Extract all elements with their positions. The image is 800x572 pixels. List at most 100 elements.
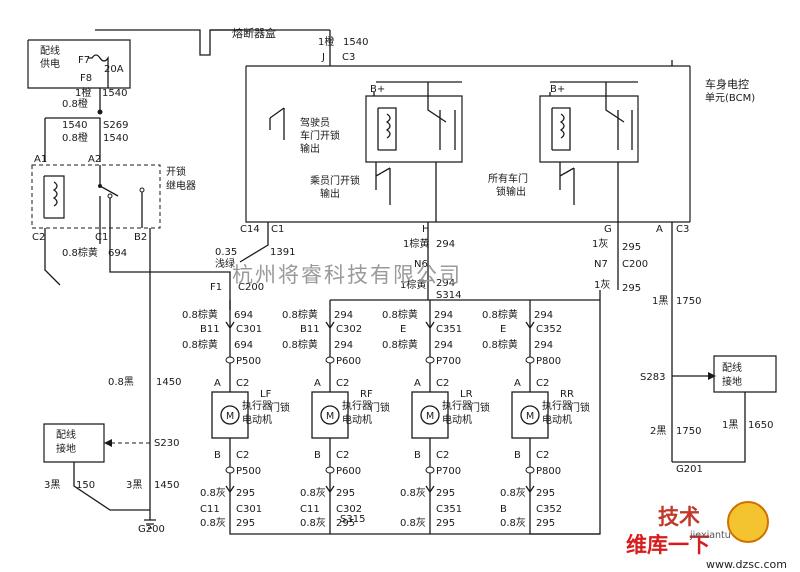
conn-j: J [321, 52, 325, 63]
ground-box-left [43, 423, 105, 463]
conn-c1: C1 [271, 224, 284, 235]
wire-1gray-b: 1灰 [594, 278, 610, 291]
bcm-relay-2-contacts [549, 81, 638, 150]
top-wire-color: 0.8棕黄 [382, 308, 418, 321]
top-wire-color-2: 0.8棕黄 [282, 338, 318, 351]
relay-coil [52, 181, 58, 207]
driver-unlock-transistor [269, 107, 285, 140]
top-wire-color: 0.8棕黄 [282, 308, 318, 321]
wire-2black: 2黑 [650, 425, 666, 437]
conn-n6: N6 [414, 259, 428, 270]
actuator-label-2: 电动机 [442, 413, 472, 426]
top-conn-c: C302 [336, 324, 362, 335]
wire-1brownyellow: 1棕黄 [403, 237, 429, 250]
relay-pin-b2: B2 [134, 232, 147, 243]
bcm-module [210, 29, 691, 223]
unlock-relay [31, 164, 161, 229]
door-lock-label: 门锁 [370, 401, 390, 414]
top-conn-b: E [400, 324, 406, 335]
p-connector-bottom [325, 466, 335, 474]
bcm-relay-1-coil [385, 113, 391, 139]
bottom-return-bus [229, 520, 600, 535]
wire-1450: 1450 [156, 377, 181, 388]
p-connector-bottom [425, 466, 435, 474]
ground-left-2: 接地 [56, 442, 76, 455]
connector-mark [525, 321, 535, 494]
relay-pin-a1: A1 [34, 154, 47, 165]
bcm-label-1: 车身电控 [705, 77, 749, 91]
s283-arrow [708, 372, 716, 380]
pin-c2-bottom: C2 [436, 450, 449, 461]
conn-c3: C3 [676, 224, 689, 235]
motor-symbol: M [326, 411, 334, 422]
fuse-node [97, 109, 103, 115]
bottom-conn: C351 [436, 504, 462, 515]
fuse-box-outline [27, 39, 131, 89]
wire-295: 295 [622, 242, 641, 253]
wire-08orange: 0.8橙 [62, 97, 88, 110]
bottom-conn-c: B [500, 504, 507, 515]
bcm-relay-2-coil-box [551, 107, 571, 151]
ground-g200-symbol [144, 519, 156, 529]
p-connector-top [425, 356, 435, 364]
driver-unlock-2: 车门开锁 [300, 129, 340, 142]
top-wire-color-2: 0.8棕黄 [182, 338, 218, 351]
motor-icon [220, 405, 240, 425]
pin-c2-bottom: C2 [536, 450, 549, 461]
wire-150: 150 [76, 480, 95, 491]
top-wire-num: 694 [234, 310, 253, 321]
connector-mark [325, 321, 335, 494]
bottom-wire-color: 0.8灰 [500, 486, 526, 499]
bcm-label-2: 单元(BCM) [705, 92, 755, 104]
brand-sub: jiexiantu [689, 530, 731, 541]
brand-badge [727, 501, 769, 543]
wire-694: 694 [108, 248, 127, 259]
conn-a: A [656, 224, 663, 235]
bcm-relay-1-coil-box [377, 107, 397, 151]
wire-295-b: 295 [622, 283, 641, 294]
top-conn-c: C351 [436, 324, 462, 335]
motor-feed-lines [229, 300, 531, 346]
relay-pivot [98, 184, 102, 188]
relay-outline [31, 164, 161, 229]
relay-coil-box [43, 175, 65, 219]
conn-f1: F1 [210, 282, 222, 293]
connector-mark [425, 321, 435, 494]
relay-nc [107, 193, 113, 199]
conn-c14: C14 [240, 224, 260, 235]
watermark: 杭州将睿科技有限公司 [232, 263, 462, 287]
wire-1black: 1黑 [652, 295, 668, 307]
fuse-box [27, 29, 236, 115]
p-top-label: P800 [536, 356, 561, 367]
splice-s283: S283 [640, 372, 665, 383]
p-connector-bottom [225, 466, 235, 474]
top-wire-color: 0.8棕黄 [182, 308, 218, 321]
wire-08black: 0.8黑 [108, 376, 134, 388]
fuse-box-top-wire [95, 29, 201, 40]
actuator-label-2: 电动机 [342, 413, 372, 426]
fuse-element [88, 54, 109, 88]
bcm-relay-1-contacts [373, 81, 462, 150]
relay-pin-a2: A2 [88, 154, 101, 165]
p-bottom-label: P700 [436, 466, 461, 477]
s269-wire [45, 117, 101, 138]
fuse-top-label: F7 [78, 55, 90, 66]
top-wire-color-2: 0.8棕黄 [382, 338, 418, 351]
relay-c1-wire [99, 228, 231, 310]
bcm-outline [245, 65, 691, 223]
actuator-label-1: 执行器 [242, 399, 272, 412]
pin-b: B [314, 450, 321, 461]
ground-150-wire [73, 462, 150, 511]
wire-1gray: 1灰 [592, 237, 608, 250]
bottom-wire-num: 295 [436, 488, 455, 499]
top-wire-color-2: 0.8棕黄 [482, 338, 518, 351]
actuator-label-1: 执行器 [442, 399, 472, 412]
wire-3black: 3黑 [44, 479, 60, 491]
conn-c3-top: C3 [342, 52, 355, 63]
bottom-conn: C302 [336, 504, 362, 515]
wire-08orange-b: 0.8橙 [62, 131, 88, 144]
top-conn-b: E [500, 324, 506, 335]
bottom-wire-color-2: 0.8灰 [300, 516, 326, 529]
motor-position: LR [460, 389, 473, 400]
